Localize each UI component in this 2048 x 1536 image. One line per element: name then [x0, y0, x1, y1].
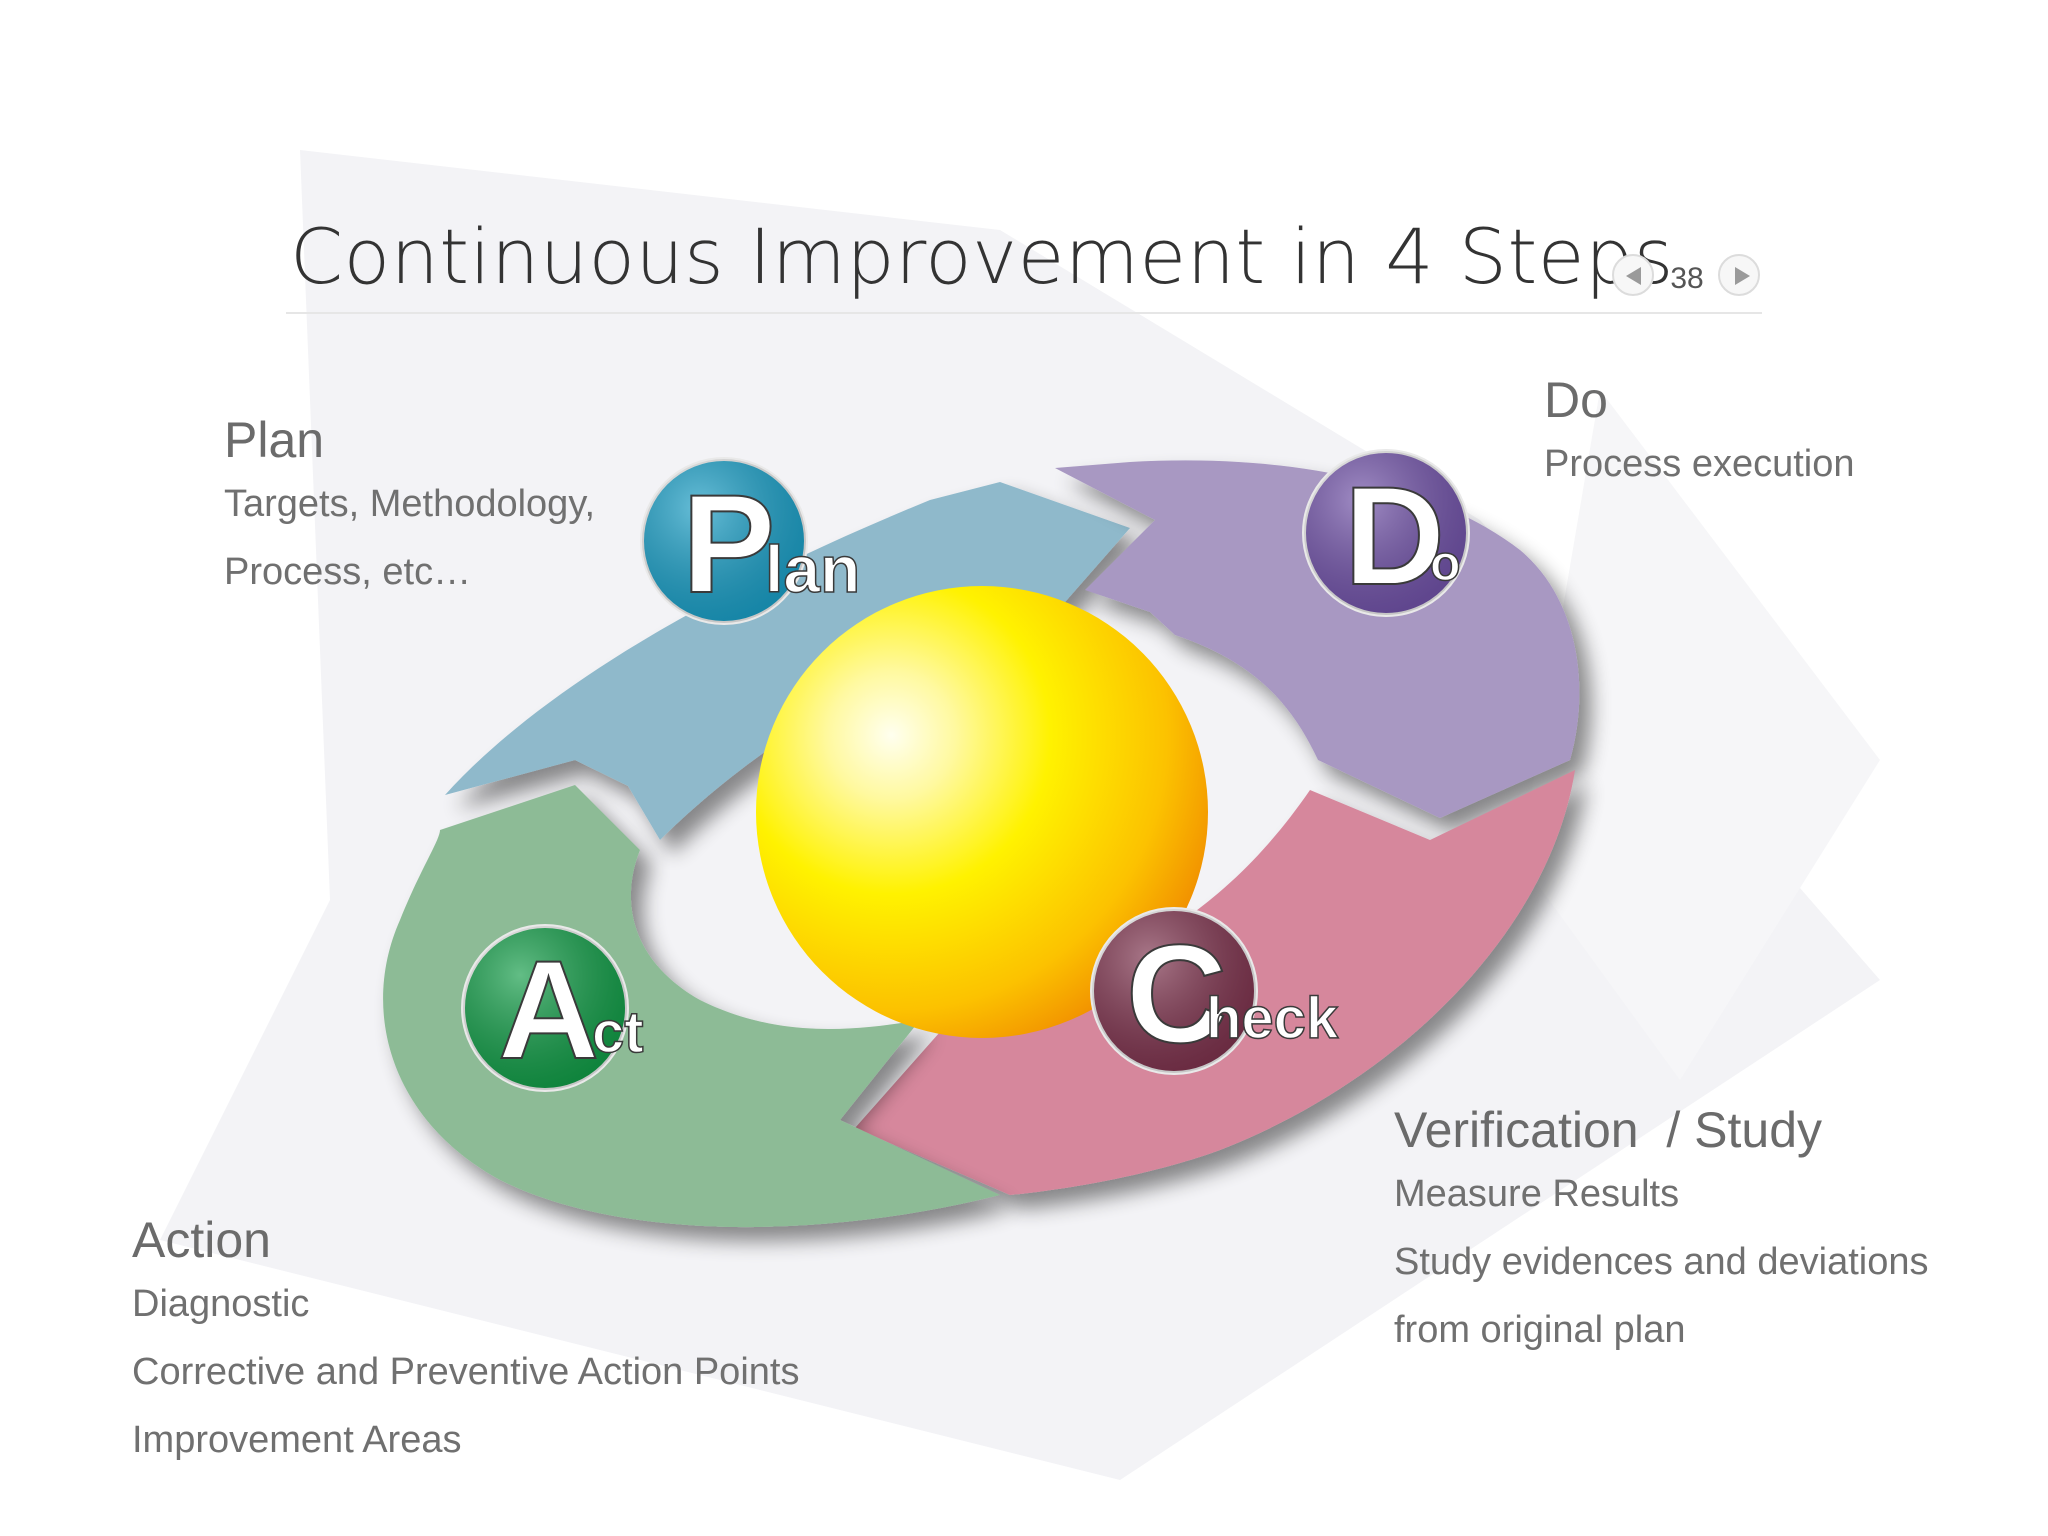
- do-badge: D o: [1304, 451, 1468, 615]
- plan-badge-initial: P: [682, 465, 775, 622]
- plan-line: Process, etc…: [224, 538, 595, 606]
- check-line: Study evidences and deviations: [1394, 1228, 1928, 1296]
- check-badge-rest: heck: [1206, 986, 1339, 1051]
- act-badge-rest: ct: [592, 1000, 644, 1065]
- act-line: Diagnostic: [132, 1270, 799, 1338]
- act-badge-initial: A: [498, 931, 599, 1088]
- do-heading: Do: [1544, 370, 1855, 430]
- do-line: Process execution: [1544, 430, 1855, 498]
- act-line: Improvement Areas: [132, 1406, 799, 1474]
- act-heading: Action: [132, 1210, 799, 1270]
- plan-badge: P lan: [642, 459, 860, 623]
- plan-description: Plan Targets, Methodology, Process, etc…: [224, 410, 595, 606]
- do-description: Do Process execution: [1544, 370, 1855, 498]
- do-badge-rest: o: [1430, 535, 1461, 591]
- check-line: Measure Results: [1394, 1160, 1928, 1228]
- check-heading: Verification / Study: [1394, 1100, 1928, 1160]
- plan-heading: Plan: [224, 410, 595, 470]
- check-description: Verification / Study Measure Results Stu…: [1394, 1100, 1928, 1364]
- plan-badge-rest: lan: [765, 532, 860, 606]
- plan-line: Targets, Methodology,: [224, 470, 595, 538]
- act-line: Corrective and Preventive Action Points: [132, 1338, 799, 1406]
- check-line: from original plan: [1394, 1296, 1928, 1364]
- act-description: Action Diagnostic Corrective and Prevent…: [132, 1210, 799, 1474]
